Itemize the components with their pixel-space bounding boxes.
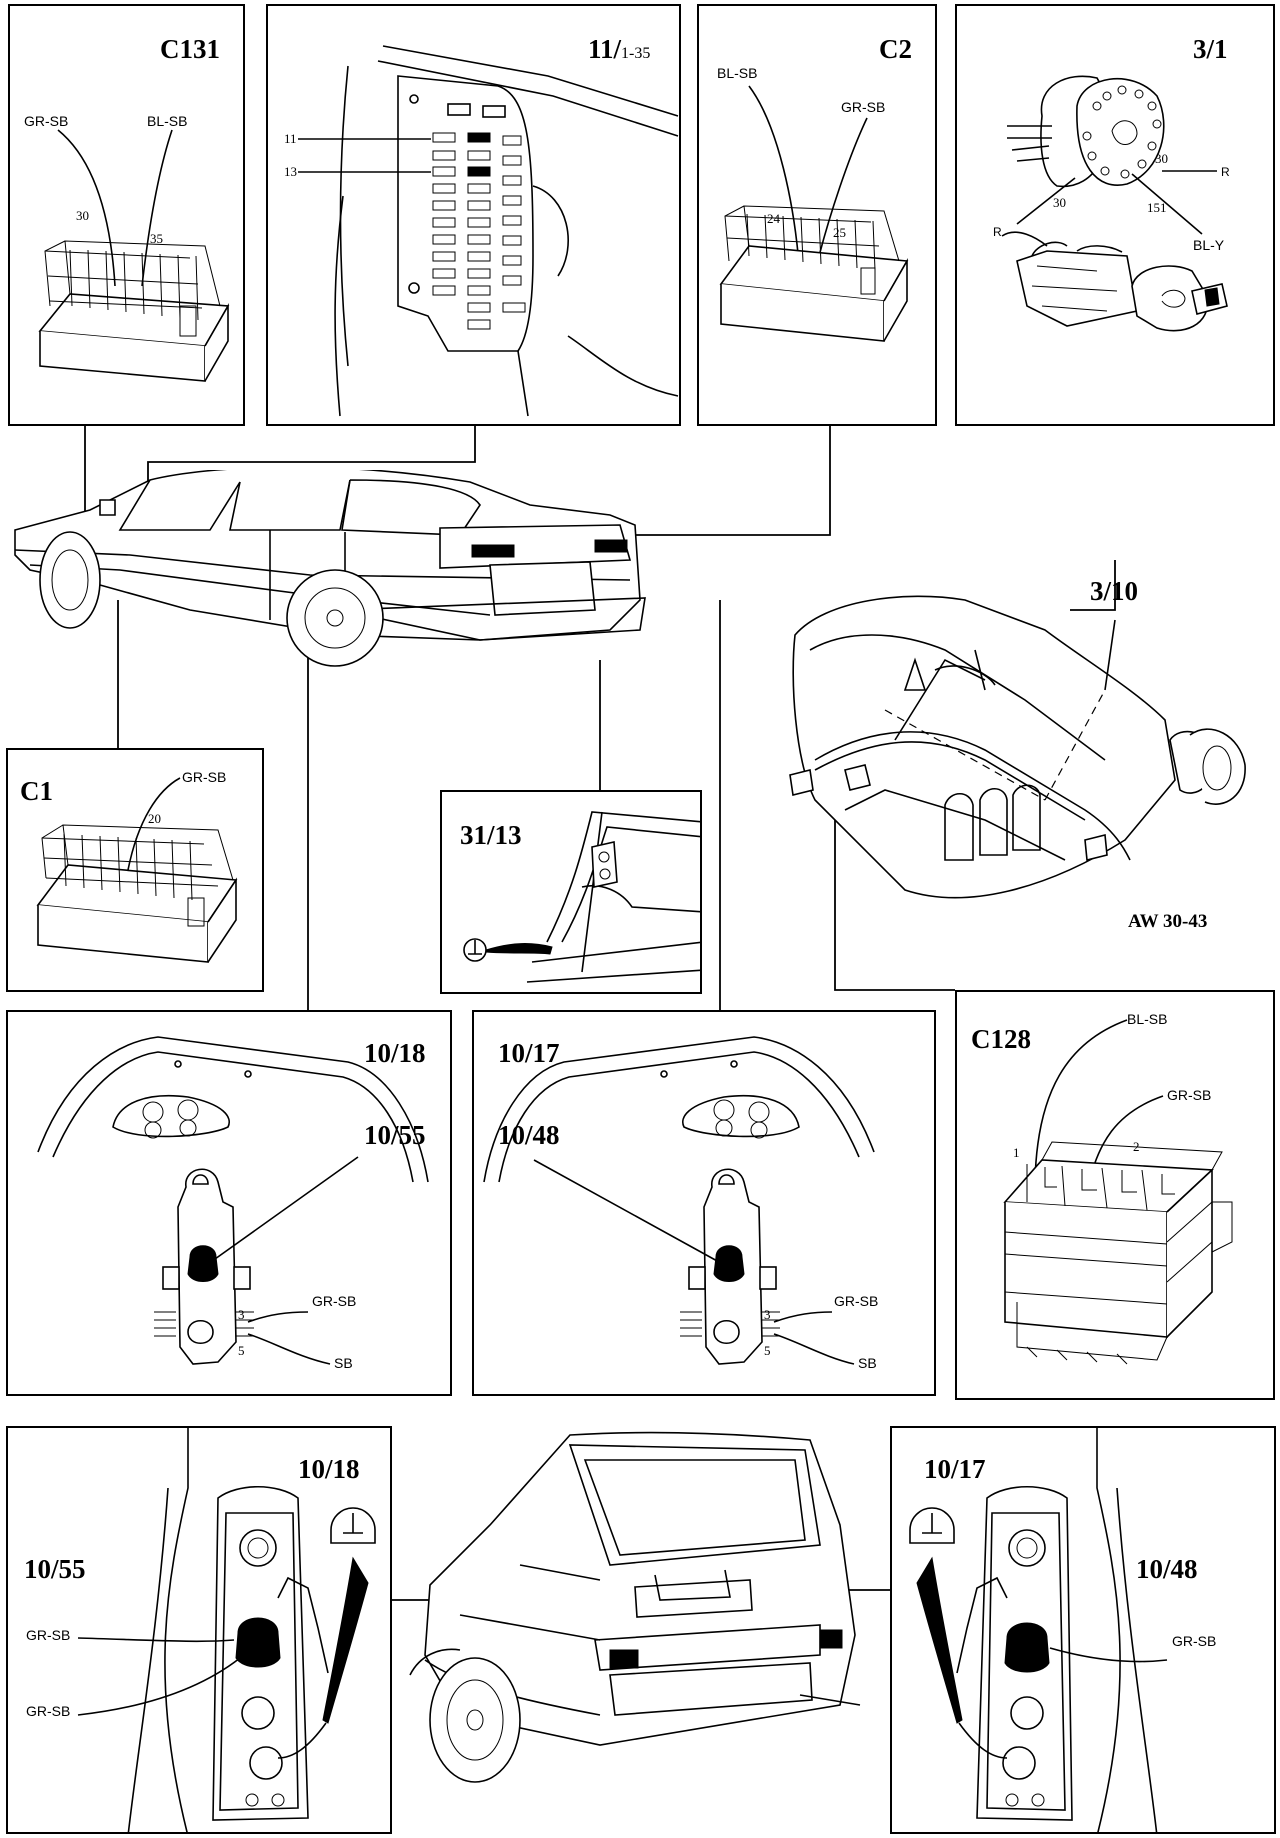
pin-number-30: 30 [76, 208, 89, 223]
wire-label-gr-sb: GR-SB [834, 1293, 879, 1309]
panel-c131: C131 GR-SB BL-SB 30 35 [8, 4, 245, 426]
wire-label-sb: SB [334, 1355, 353, 1371]
connector-block-drawing [38, 129, 230, 382]
wire-label-gr-sb: GR-SB [1172, 1633, 1217, 1649]
panel-fusebox-11: 11/1-35 11 13 [266, 4, 681, 426]
wire-label-gr-sb: GR-SB [841, 99, 886, 115]
wire-label-r: R [1221, 165, 1230, 179]
component-id-11: 11/1-35 [588, 34, 651, 64]
wire-label-bl-y: BL-Y [1193, 237, 1225, 253]
panel-taillight-10-17-sedan: 10/17 10/48 3 5 GR-SB SB [472, 1010, 936, 1396]
taillight-wagon-drawing [909, 1428, 1168, 1832]
connector-id-c2: C2 [879, 34, 912, 64]
wagon-car-drawing [409, 1431, 861, 1783]
connector-block-drawing [1003, 1019, 1233, 1365]
fuse-number-13: 13 [284, 164, 297, 179]
component-id-10-18: 10/18 [298, 1454, 360, 1484]
connector-block-drawing [719, 85, 909, 342]
pin-number-24: 24 [767, 211, 780, 226]
taillight-bulb-holder-drawing [37, 1036, 429, 1365]
component-id-3-10: 3/10 [1090, 576, 1139, 606]
pin-number-35: 35 [150, 231, 163, 246]
connector-id-c128: C128 [971, 1024, 1031, 1054]
wire-label-gr-sb: GR-SB [26, 1703, 71, 1719]
pin-number-151: 151 [1147, 200, 1167, 215]
component-id-10-17: 10/17 [924, 1454, 986, 1484]
component-id-10-48: 10/48 [1136, 1554, 1198, 1584]
ignition-switch-drawing [1001, 75, 1228, 332]
wire-label-gr-sb: GR-SB [24, 113, 69, 129]
component-id-10-48: 10/48 [498, 1120, 560, 1150]
component-id-31-13: 31/13 [460, 820, 522, 850]
pin-number-1: 1 [1013, 1145, 1020, 1160]
component-id-10-55: 10/55 [24, 1554, 86, 1584]
wire-label-r: R [993, 225, 1002, 239]
connector-block-drawing [36, 777, 238, 963]
wire-label-gr-sb: GR-SB [312, 1293, 357, 1309]
wire-label-gr-sb: GR-SB [1167, 1087, 1212, 1103]
ground-point-drawing [463, 811, 700, 983]
panel-ground-point-31-13: 31/13 [440, 790, 702, 994]
panel-c1: C1 GR-SB 20 [6, 748, 264, 992]
panel-c128: C128 BL-SB GR-SB 1 2 [955, 990, 1275, 1400]
panel-c2: C2 BL-SB GR-SB 24 25 [697, 4, 937, 426]
component-id-3-1: 3/1 [1193, 34, 1228, 64]
panel-ignition-switch-3-1: 3/1 30 R 30 151 R BL-Y [955, 4, 1275, 426]
pin-number-5: 5 [238, 1343, 245, 1358]
connector-id-c1: C1 [20, 776, 53, 806]
pin-number-25: 25 [833, 225, 846, 240]
transmission-drawing [789, 595, 1246, 899]
wire-label-bl-sb: BL-SB [717, 65, 758, 81]
taillight-wagon-drawing [77, 1428, 376, 1832]
taillight-bulb-holder-drawing [483, 1036, 875, 1365]
transmission-model-label: AW 30-43 [1128, 911, 1208, 932]
panel-taillight-10-18-sedan: 10/18 10/55 3 5 GR-SB SB [6, 1010, 452, 1396]
pin-number-3: 3 [238, 1307, 245, 1322]
panel-taillight-10-17-wagon: 10/17 10/48 GR-SB [890, 1426, 1276, 1834]
sedan-car-drawing [14, 470, 646, 667]
wire-label-gr-sb: GR-SB [26, 1627, 71, 1643]
wire-label-gr-sb: GR-SB [182, 769, 227, 785]
connector-id-c131: C131 [160, 34, 220, 64]
fusebox-drawing [298, 45, 679, 417]
pin-number-3: 3 [764, 1307, 771, 1322]
component-id-10-17: 10/17 [498, 1038, 560, 1068]
fuse-number-11: 11 [284, 131, 297, 146]
wire-label-sb: SB [858, 1355, 877, 1371]
panel-taillight-10-18-wagon: 10/18 10/55 GR-SB GR-SB [6, 1426, 392, 1834]
wire-label-bl-sb: BL-SB [1127, 1011, 1168, 1027]
component-id-10-18: 10/18 [364, 1038, 426, 1068]
pin-number-30: 30 [1053, 195, 1066, 210]
pin-number-5: 5 [764, 1343, 771, 1358]
wire-label-bl-sb: BL-SB [147, 113, 188, 129]
pin-number-20: 20 [148, 811, 161, 826]
